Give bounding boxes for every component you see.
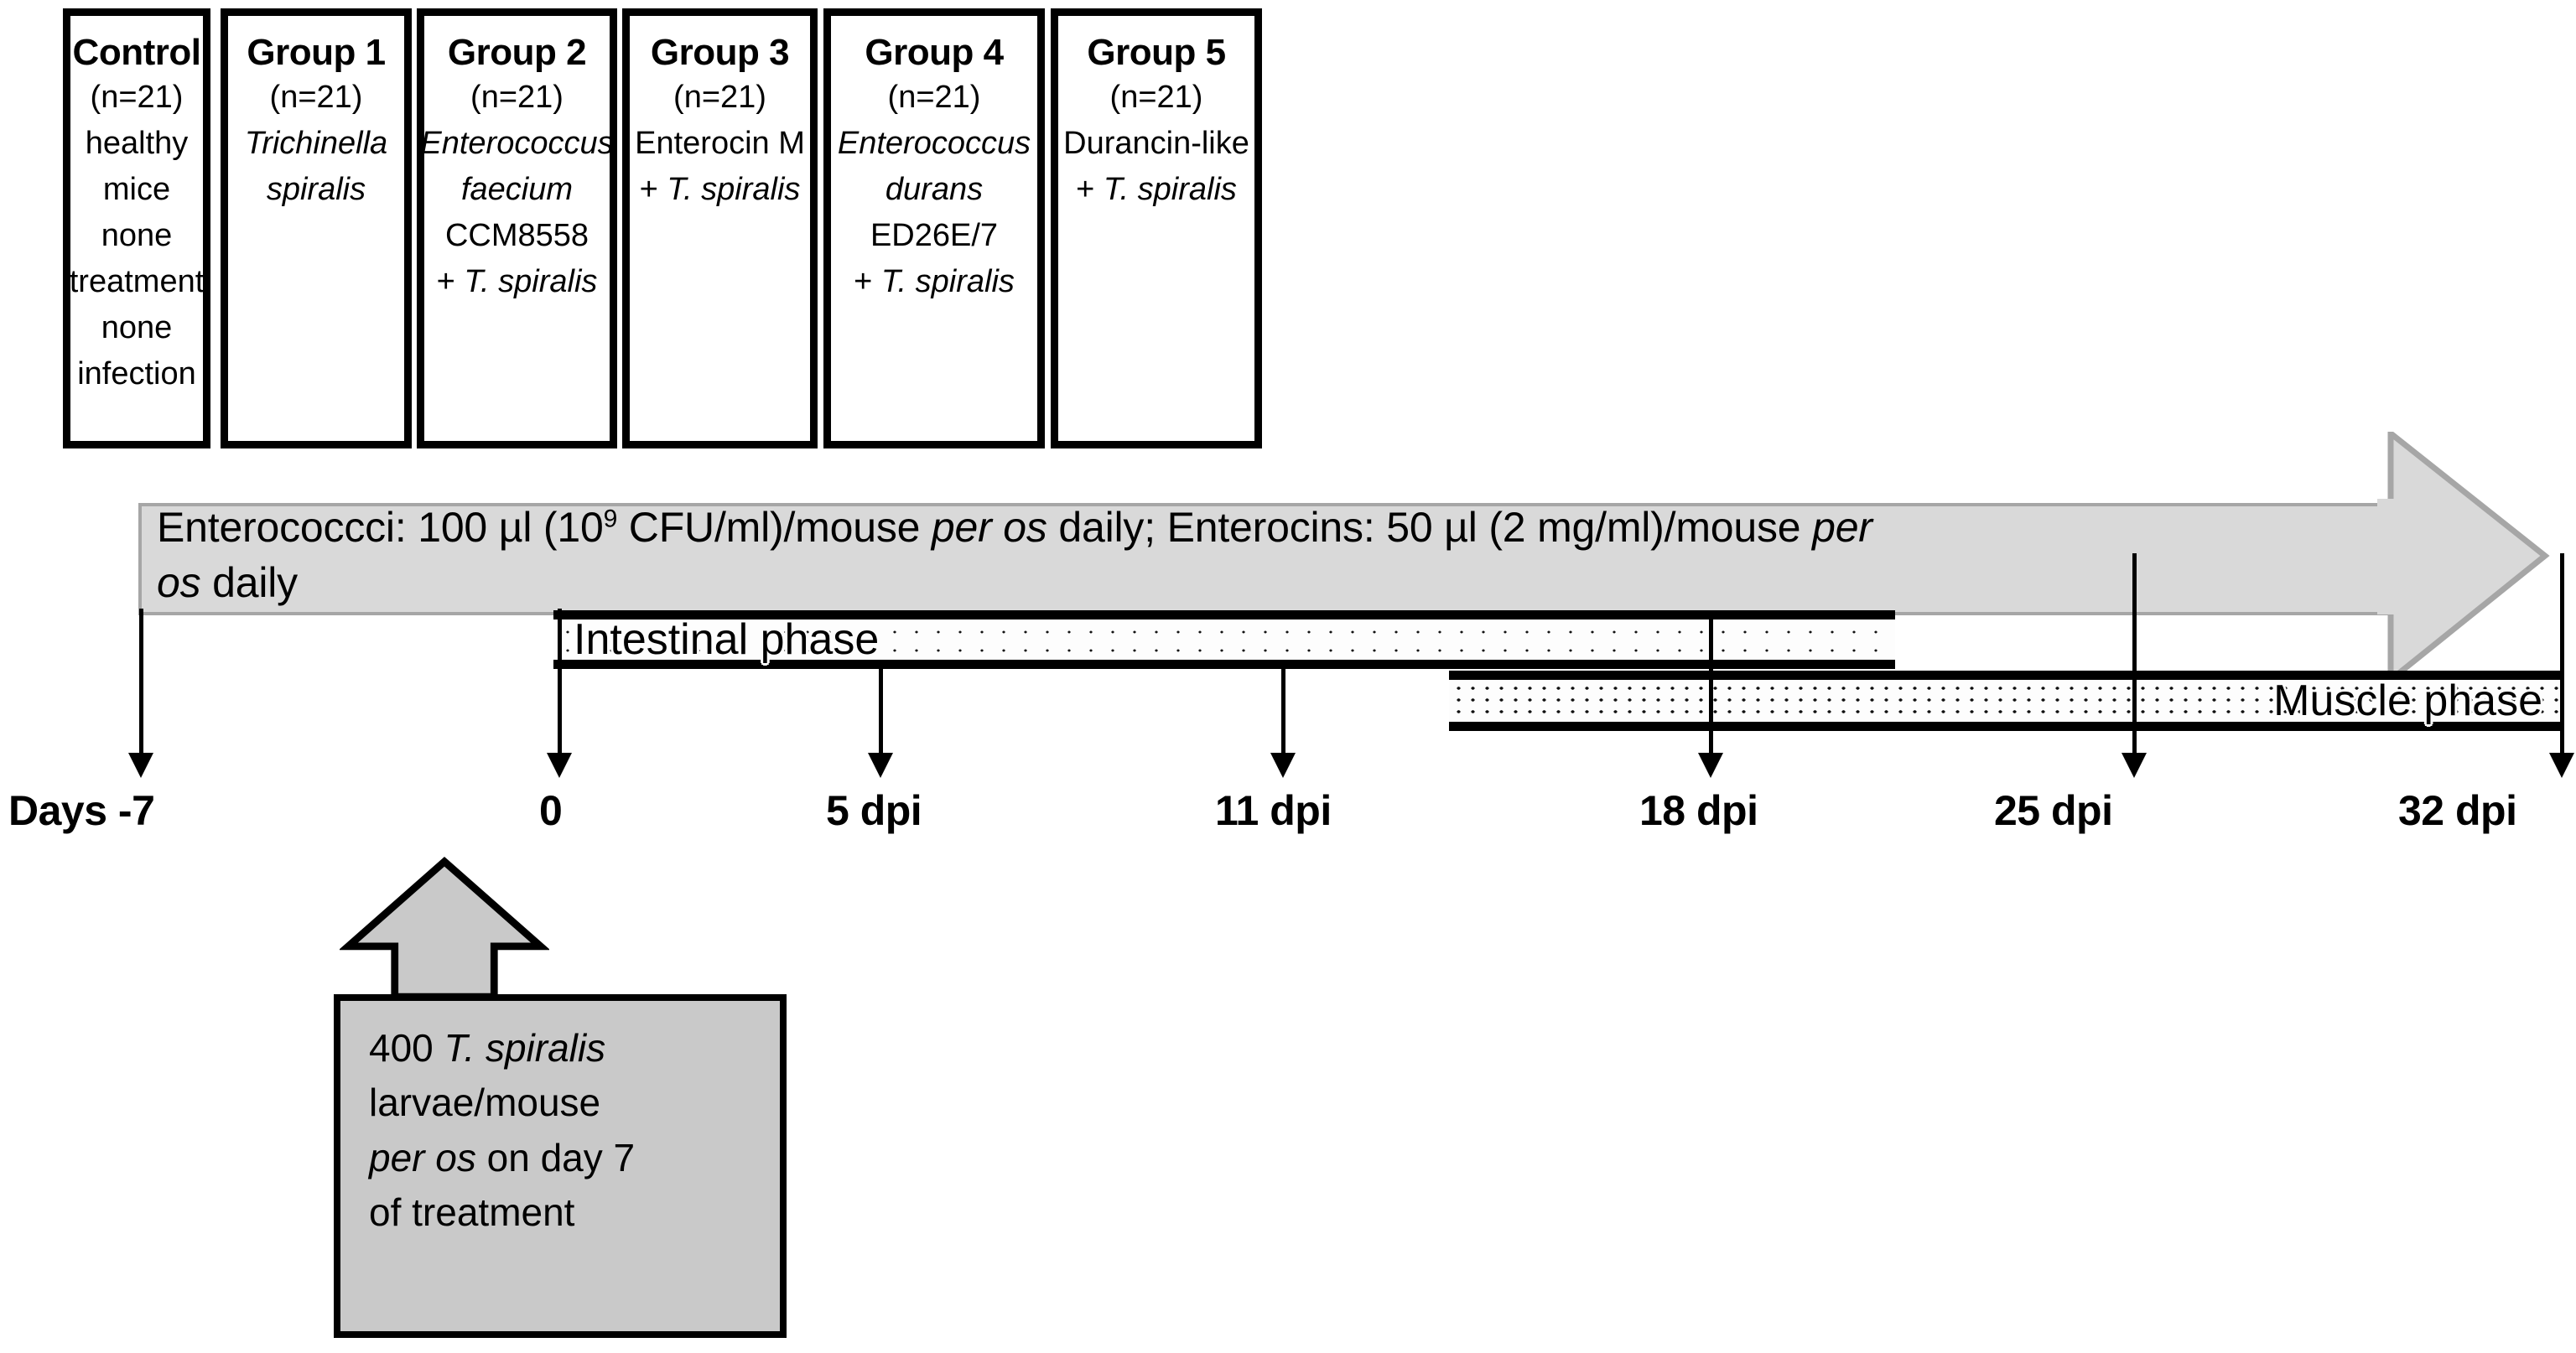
group-box-control: Control (n=21) healthy mice none treatme… xyxy=(63,8,210,448)
group-desc-line: healthy mice xyxy=(85,126,189,208)
infection-line-1: 400 T. spiralis xyxy=(369,1021,780,1076)
tick-label-day-32: 32 dpi xyxy=(2398,787,2517,834)
species-name: faecium xyxy=(460,172,574,208)
group-description: healthy mice none treatment none infecti… xyxy=(65,121,210,398)
species-name: T. spiralis xyxy=(1103,172,1237,208)
group-box-1: Group 1 (n=21) Trichinella spiralis xyxy=(221,8,412,448)
group-desc-line: Enterocin M xyxy=(635,126,805,161)
group-desc-line: + T. spiralis xyxy=(1063,167,1249,213)
os-italic: os xyxy=(157,559,201,606)
tick-label-day-5: 5 dpi xyxy=(826,787,922,834)
infection-arrow-up-icon xyxy=(340,857,549,999)
group-desc-line: Trichinella xyxy=(244,126,388,161)
tick-stem xyxy=(879,666,883,753)
muscle-phase-label: Muscle phase xyxy=(2273,676,2542,725)
group-title: Group 5 xyxy=(1087,32,1226,73)
tick-label-day-11: 11 dpi xyxy=(1215,787,1332,834)
plus-sign: + xyxy=(436,264,465,300)
arrow-down-icon xyxy=(2122,753,2147,778)
group-sample-size: (n=21) xyxy=(1109,79,1203,115)
species-name: T. spiralis xyxy=(667,172,801,208)
per-os-italic: per os xyxy=(369,1135,476,1179)
dose-enterococci-prefix: Enterococcci: 100 µl (10 xyxy=(157,504,604,551)
larvae-count: 400 xyxy=(369,1026,444,1070)
group-title: Group 1 xyxy=(247,32,386,73)
group-sample-size: (n=21) xyxy=(470,79,564,115)
daily-suffix: daily xyxy=(200,559,298,606)
group-desc-line: + T. spiralis xyxy=(836,259,1032,305)
group-desc-line: none infection xyxy=(77,310,196,392)
arrow-down-icon xyxy=(1270,753,1296,778)
tick-stem xyxy=(2132,553,2137,753)
tick-stem xyxy=(2560,553,2564,753)
group-description: Enterococcus durans ED26E/7 + T. spirali… xyxy=(831,121,1037,305)
intestinal-phase-bar: Intestinal phase xyxy=(553,610,1895,669)
group-description: Trichinella spiralis xyxy=(240,121,392,213)
group-box-3: Group 3 (n=21) Enterocin M + T. spiralis xyxy=(622,8,818,448)
exponent: 9 xyxy=(603,505,618,533)
tick-stem xyxy=(139,609,143,753)
tick-label-day-0: 0 xyxy=(539,787,563,834)
dose-enterocins: daily; Enterocins: 50 µl (2 mg/ml)/mouse xyxy=(1046,504,1813,551)
group-desc-line: Durancin-like xyxy=(1063,126,1249,161)
arrow-down-icon xyxy=(547,753,572,778)
group-desc-line: Enterococcus durans xyxy=(837,126,1031,208)
group-sample-size: (n=21) xyxy=(673,79,766,115)
arrow-down-icon xyxy=(868,753,893,778)
species-name: T. spiralis xyxy=(880,264,1015,300)
intestinal-phase-label: Intestinal phase xyxy=(574,615,880,664)
group-desc-line: none treatment xyxy=(69,218,205,300)
infection-callout-box: 400 T. spiralis larvae/mouse per os on d… xyxy=(334,994,787,1338)
treatment-arrow-text: Enterococcci: 100 µl (109 CFU/ml)/mouse … xyxy=(157,500,2371,676)
arrow-down-icon xyxy=(128,753,153,778)
group-sample-size: (n=21) xyxy=(887,79,981,115)
group-box-4: Group 4 (n=21) Enterococcus durans ED26E… xyxy=(823,8,1045,448)
group-desc-line: faecium CCM8558 xyxy=(420,167,613,259)
strain-id: CCM8558 xyxy=(444,218,589,254)
group-title: Group 2 xyxy=(447,32,587,73)
group-description: Durancin-like + T. spiralis xyxy=(1058,121,1254,213)
group-title: Group 3 xyxy=(650,32,790,73)
group-title: Control xyxy=(72,32,201,73)
group-box-2: Group 2 (n=21) Enterococcus faecium CCM8… xyxy=(417,8,617,448)
group-desc-line: Enterococcus xyxy=(420,126,614,161)
infection-line-2: larvae/mouse xyxy=(369,1081,601,1125)
tick-label-day-minus7: Days -7 xyxy=(8,787,155,834)
infection-line-4: of treatment xyxy=(369,1190,575,1234)
muscle-phase-bar: Muscle phase xyxy=(1449,671,2564,731)
tick-label-day-25: 25 dpi xyxy=(1994,787,2113,834)
tick-stem xyxy=(1281,666,1285,753)
plus-sign: + xyxy=(639,172,667,208)
tick-stem xyxy=(558,609,562,753)
tick-label-day-18: 18 dpi xyxy=(1639,787,1758,834)
group-description: Enterococcus faecium CCM8558 + T. spiral… xyxy=(415,121,618,305)
per-italic: per xyxy=(1812,504,1872,551)
arrow-down-icon xyxy=(1698,753,1723,778)
group-desc-line: ED26E/7 xyxy=(870,218,999,254)
dose-cfu-unit: CFU/ml)/mouse xyxy=(617,504,932,551)
group-title: Group 4 xyxy=(865,32,1004,73)
group-desc-line: + T. spiralis xyxy=(635,167,805,213)
infection-day: on day 7 xyxy=(475,1135,636,1179)
arrow-down-icon xyxy=(2549,753,2574,778)
plus-sign: + xyxy=(854,264,881,300)
species-name: T. spiralis xyxy=(464,264,598,300)
infection-line-3: per os on day 7 xyxy=(369,1131,780,1185)
group-sample-size: (n=21) xyxy=(269,79,363,115)
plus-sign: + xyxy=(1076,172,1104,208)
group-desc-line: spiralis xyxy=(266,172,366,208)
group-desc-line: + T. spiralis xyxy=(420,259,613,305)
species-name: T. spiralis xyxy=(444,1026,606,1070)
group-description: Enterocin M + T. spiralis xyxy=(630,121,810,213)
treatment-arrow-head-icon xyxy=(2377,432,2550,683)
group-sample-size: (n=21) xyxy=(90,79,184,115)
group-box-5: Group 5 (n=21) Durancin-like + T. spiral… xyxy=(1051,8,1262,448)
per-os-italic: per os xyxy=(931,504,1047,551)
tick-stem xyxy=(1709,610,1713,753)
treatment-arrow: Enterococcci: 100 µl (109 CFU/ml)/mouse … xyxy=(138,432,2574,683)
treatment-arrow-shaft xyxy=(138,503,2390,615)
